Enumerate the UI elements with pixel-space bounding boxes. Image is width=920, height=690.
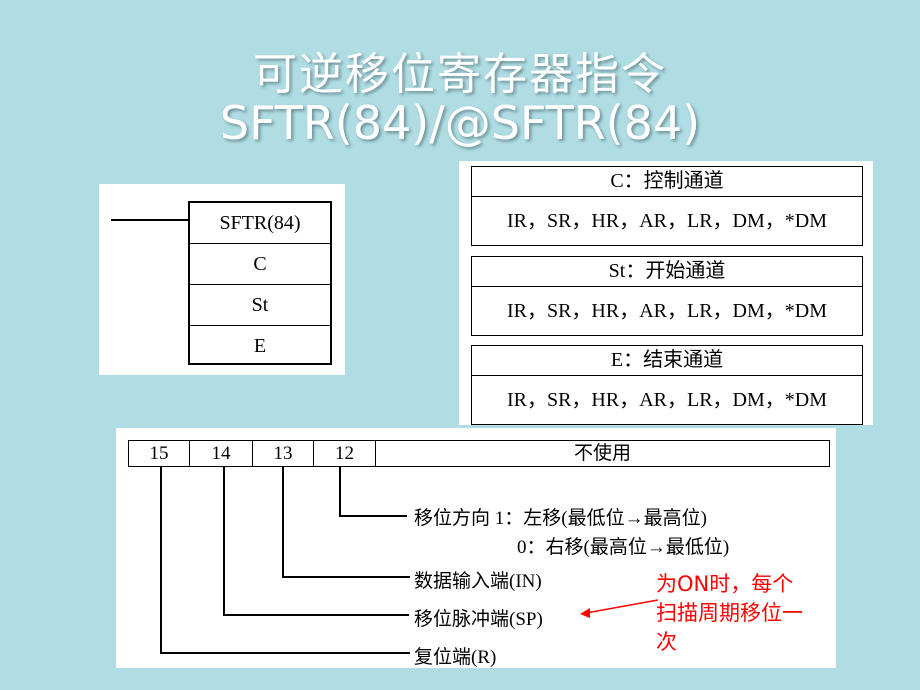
bit-13-connector-v bbox=[282, 467, 284, 577]
ladder-operand-st: St bbox=[190, 285, 330, 326]
operand-areas: IR，SR，HR，AR，LR，DM，*DM bbox=[506, 300, 828, 322]
label-data-input: 数据输入端(IN) bbox=[414, 571, 542, 592]
bit-12-connector-h bbox=[339, 515, 407, 517]
bit-14-cell: 14 bbox=[190, 441, 253, 466]
ladder-instruction-name: SFTR(84) bbox=[190, 203, 330, 244]
bit-14-connector-h bbox=[223, 614, 409, 616]
operand-header: E：结束通道 bbox=[472, 346, 862, 376]
ladder-operand-c: C bbox=[190, 244, 330, 285]
ladder-symbol-panel: SFTR(84) C St E bbox=[99, 184, 345, 375]
bit-12-cell: 12 bbox=[314, 441, 376, 466]
operand-header: C：控制通道 bbox=[472, 167, 862, 197]
ladder-instruction-box: SFTR(84) C St E bbox=[188, 201, 332, 365]
slide-title-line1: 可逆移位寄存器指令 bbox=[253, 49, 667, 100]
operand-areas: IR，SR，HR，AR，LR，DM，*DM bbox=[506, 210, 828, 232]
operand-box-c: C：控制通道 IR，SR，HR，AR，LR，DM，*DM bbox=[471, 166, 863, 246]
label-shift-direction-1: 移位方向 1：左移(最低位→最高位) bbox=[414, 508, 707, 529]
ladder-operand-e: E bbox=[253, 335, 267, 357]
note-arrow bbox=[580, 599, 659, 618]
shift-note: 为ON时，每个扫描周期移位一次 bbox=[656, 572, 803, 654]
bit-15-connector-h bbox=[160, 652, 410, 654]
bit-13-cell: 13 bbox=[253, 441, 314, 466]
control-word-bit-row: 15 14 13 12 不使用 bbox=[128, 440, 830, 467]
ladder-input-line bbox=[111, 219, 189, 221]
control-word-panel: 15 14 13 12 不使用 移位方向 1：左移(最低位→最高位) 0：右移(… bbox=[116, 428, 836, 668]
bit-12-connector-v bbox=[339, 467, 341, 516]
operand-areas: IR，SR，HR，AR，LR，DM，*DM bbox=[506, 389, 828, 411]
bit-15-cell: 15 bbox=[129, 441, 190, 466]
label-reset: 复位端(R) bbox=[414, 647, 497, 668]
label-shift-pulse: 移位脉冲端(SP) bbox=[414, 609, 543, 630]
bit-13-connector-h bbox=[282, 576, 410, 578]
operand-header: St：开始通道 bbox=[472, 257, 862, 287]
operand-areas-panel: C：控制通道 IR，SR，HR，AR，LR，DM，*DM St：开始通道 IR，… bbox=[459, 161, 873, 425]
bit-14-connector-v bbox=[223, 467, 225, 615]
operand-box-st: St：开始通道 IR，SR，HR，AR，LR，DM，*DM bbox=[471, 256, 863, 336]
slide-title-line2: SFTR(84)/@SFTR(84) bbox=[219, 96, 701, 150]
operand-box-e: E：结束通道 IR，SR，HR，AR，LR，DM，*DM bbox=[471, 345, 863, 425]
unused-bits-cell: 不使用 bbox=[573, 443, 631, 464]
bit-15-connector-v bbox=[160, 467, 162, 653]
label-shift-direction-0: 0：右移(最高位→最低位) bbox=[517, 537, 730, 558]
